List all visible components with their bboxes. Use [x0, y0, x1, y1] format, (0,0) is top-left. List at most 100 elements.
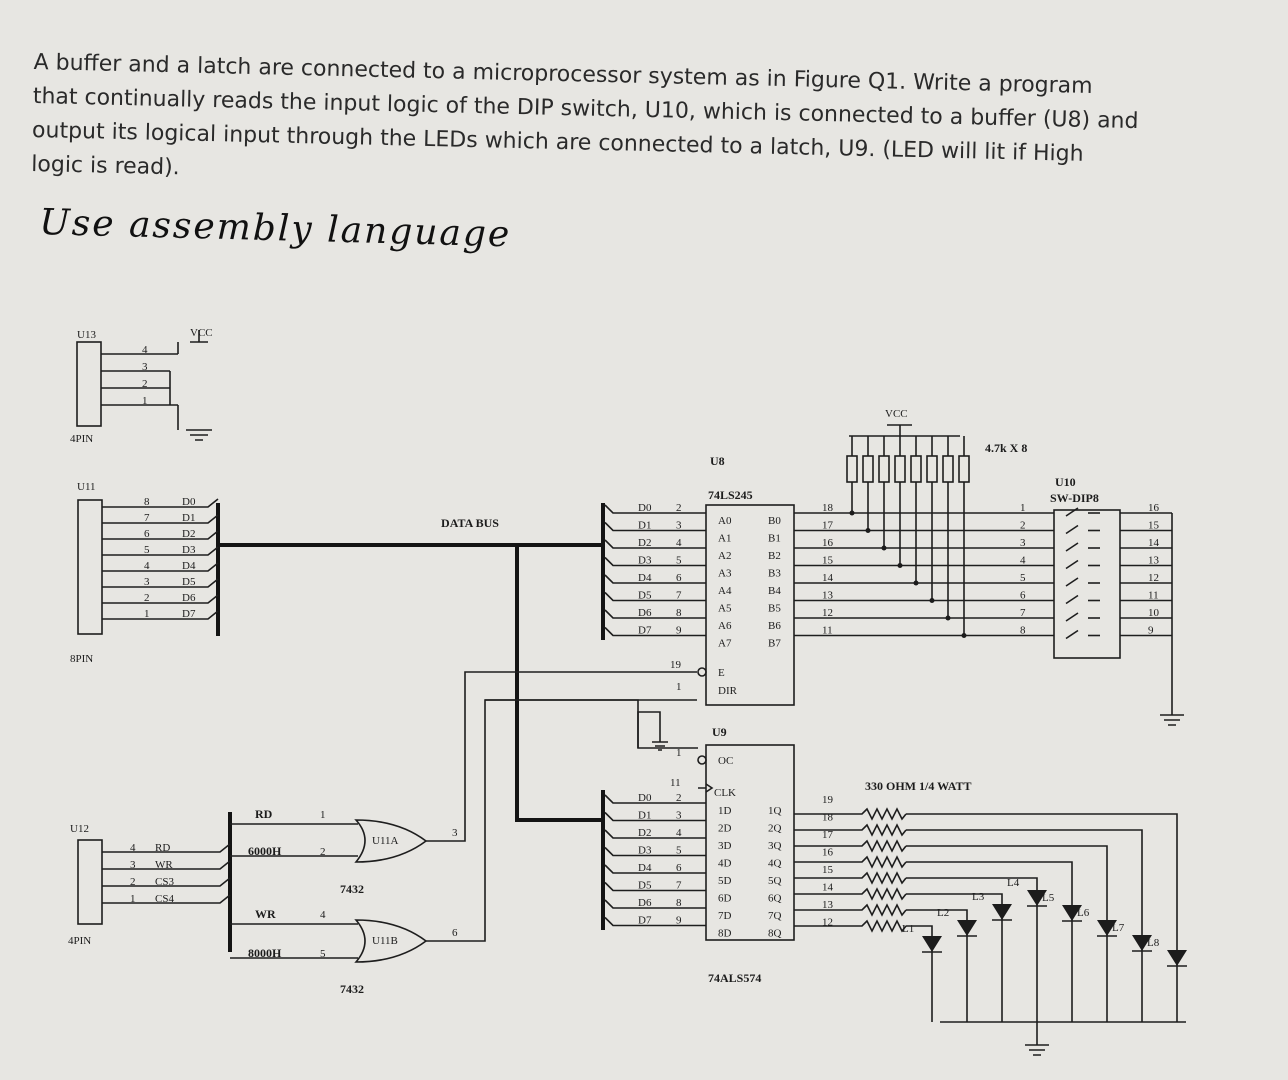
- junction-dot: [961, 633, 967, 638]
- u9-input-wire: [604, 864, 706, 874]
- pullup-resistor: [958, 455, 970, 483]
- u9-d-label: 5D: [718, 875, 732, 887]
- u9-q-label: 4Q: [768, 858, 782, 870]
- pullup-resistor: [894, 455, 906, 483]
- pullup-resistor: [846, 455, 858, 483]
- gate-u11a-part: 7432: [340, 882, 364, 896]
- u8-input-wire: [604, 521, 706, 532]
- u10-right-pin: 9: [1148, 625, 1154, 637]
- u9-q-label: 2Q: [768, 823, 782, 835]
- u10-name: U10: [1055, 475, 1076, 489]
- u9-q-pin: 18: [822, 812, 834, 824]
- dip-switch-lever: [1065, 507, 1079, 517]
- u8-input-wire: [604, 504, 706, 514]
- u9-data-pin: 2: [676, 792, 682, 804]
- pullup-resistor: [926, 455, 938, 483]
- u8-b-pin: 17: [822, 520, 834, 532]
- u9-data-pin: 8: [676, 897, 682, 909]
- u11-pin-number: 1: [144, 608, 150, 620]
- u8-data-label: D6: [638, 607, 652, 619]
- u8-a-label: A7: [718, 638, 732, 650]
- junction-dot: [849, 510, 855, 516]
- u8-data-label: D0: [638, 502, 652, 514]
- led-wire: [906, 893, 1003, 1022]
- u9-d-label: 6D: [718, 893, 732, 905]
- u9-q-pin: 17: [822, 829, 834, 841]
- u13-vcc-label: VCC: [190, 327, 213, 339]
- u8-b-pin: 12: [822, 607, 833, 619]
- u13-pin-number: 3: [142, 361, 148, 373]
- dip-switch-lever: [1065, 629, 1079, 640]
- u9-q-label: 6Q: [768, 893, 782, 905]
- u13-pin-number: 1: [142, 395, 148, 407]
- u9-input-wire: [604, 899, 706, 909]
- u8-b-label: B4: [768, 585, 781, 597]
- dip-switch-lever: [1065, 612, 1079, 622]
- u10-left-pin: 7: [1020, 607, 1026, 619]
- u12-name: U12: [70, 823, 89, 835]
- u10-left-pin: 4: [1020, 555, 1026, 567]
- u10-right-pin: 14: [1148, 537, 1160, 549]
- u10-left-pin: 6: [1020, 590, 1026, 602]
- led-series-resistor: [794, 919, 907, 933]
- u8-b-label: B0: [768, 515, 781, 527]
- led-wire: [906, 877, 1038, 1022]
- u9-data-pin: 5: [676, 845, 682, 857]
- dip-switch-lever: [1065, 559, 1079, 570]
- dip-switch-lever: [1065, 542, 1079, 552]
- u10-part: SW-DIP8: [1050, 491, 1099, 505]
- u8-data-label: D2: [638, 537, 651, 549]
- u11-pin-number: 7: [144, 512, 150, 524]
- led-label: L3: [972, 891, 985, 903]
- gate-u11b-part: 7432: [340, 982, 364, 996]
- gate-u11b-input2-label: 8000H: [248, 946, 282, 960]
- junction-dot: [929, 598, 935, 603]
- u9-clk-label: CLK: [714, 787, 736, 799]
- dip-switch-lever: [1065, 577, 1079, 587]
- u9-input-wire: [604, 794, 706, 804]
- u8-b-label: B3: [768, 568, 781, 580]
- u8-input-wire: [604, 539, 706, 549]
- u9-name: U9: [712, 725, 727, 739]
- u8-dir-label: DIR: [718, 685, 738, 697]
- u9-q-pin: 15: [822, 864, 834, 876]
- u10-right-pin: 15: [1148, 520, 1160, 532]
- u12-pin-number: 2: [130, 876, 136, 888]
- u12-pin-number: 4: [130, 842, 136, 854]
- u11-wire: [102, 498, 219, 508]
- u11-signal-label: D5: [182, 576, 196, 588]
- led-series-resistor: [794, 903, 907, 917]
- u8-b-label: B2: [768, 550, 781, 562]
- u11-signal-label: D3: [182, 544, 196, 556]
- u9-data-label: D0: [638, 792, 652, 804]
- u12-pin-number: 3: [130, 859, 136, 871]
- u8-data-pin: 4: [676, 537, 682, 549]
- led-wire: [906, 861, 1073, 1022]
- u12-package: 4PIN: [68, 935, 91, 947]
- u11-wire: [102, 530, 219, 540]
- junction-dot: [913, 580, 919, 586]
- led-series-resistor: [794, 839, 907, 853]
- u11-pin-number: 3: [144, 576, 150, 588]
- u8-b-pin: 15: [822, 555, 834, 567]
- u8-data-label: D1: [638, 520, 651, 532]
- u8-input-wire: [604, 626, 706, 637]
- u8-b-label: B6: [768, 620, 781, 632]
- dip-switch-lever: [1065, 524, 1079, 535]
- junction-dot: [945, 615, 951, 621]
- led-diode: [1062, 905, 1082, 921]
- u9-q-label: 8Q: [768, 928, 782, 940]
- u12-signal-label: CS3: [155, 876, 174, 888]
- u9-input-wire: [604, 829, 706, 839]
- pullup-resistor: [910, 455, 922, 483]
- u8-data-label: D7: [638, 625, 652, 637]
- u11-signal-label: D7: [182, 608, 196, 620]
- u9-oc-label: OC: [718, 755, 733, 767]
- gate-u11b-output-pin: 6: [452, 927, 458, 939]
- led-label: L1: [902, 923, 914, 935]
- u13-pin-number: 2: [142, 378, 148, 390]
- u9-d-label: 1D: [718, 805, 732, 817]
- led-diode: [992, 904, 1012, 920]
- u10-left-pin: 3: [1020, 537, 1026, 549]
